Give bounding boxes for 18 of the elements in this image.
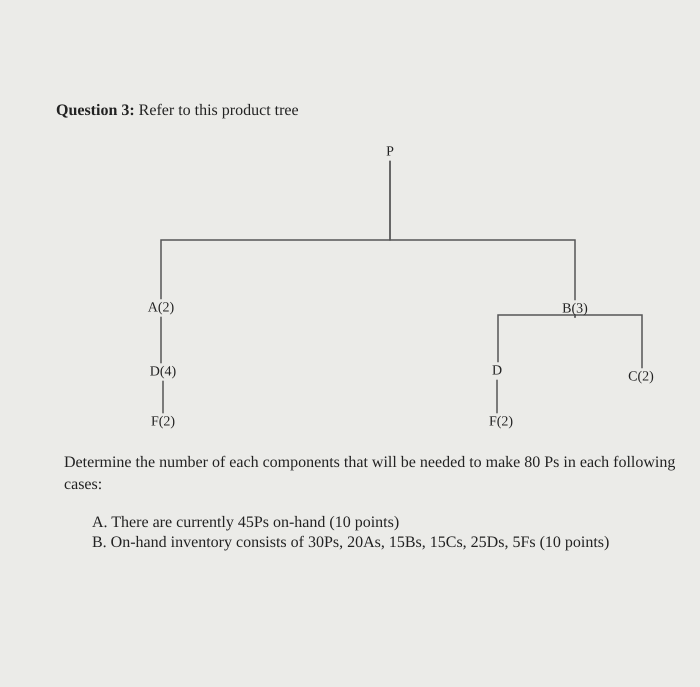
tree-connector xyxy=(160,316,162,364)
tree-connector xyxy=(496,380,498,414)
list-item: B. On-hand inventory consists of 30Ps, 20As, 15Bs, 15Cs, 25Ds, 5Fs (10 points) xyxy=(92,533,610,553)
question-heading: Question 3: Refer to this product tree xyxy=(56,102,299,120)
component-label: P xyxy=(384,143,396,161)
component-label: F(2) xyxy=(486,413,516,431)
question-text: Determine the number of each components that will be needed to make 80 Ps in each following cases: xyxy=(64,453,676,496)
component-label: D xyxy=(490,362,504,380)
tree-connector xyxy=(162,380,164,414)
list-item: A. There are currently 45Ps on-hand (10 points) xyxy=(92,513,400,533)
tree-connector xyxy=(574,314,643,368)
component-label: C(2) xyxy=(626,368,656,386)
component-label: B(3) xyxy=(560,300,590,318)
component-label: D(4) xyxy=(148,363,178,381)
component-label: A(2) xyxy=(146,299,176,317)
tree-connector xyxy=(389,160,576,300)
component-label: F(2) xyxy=(148,413,178,431)
tree-connector xyxy=(497,314,576,362)
